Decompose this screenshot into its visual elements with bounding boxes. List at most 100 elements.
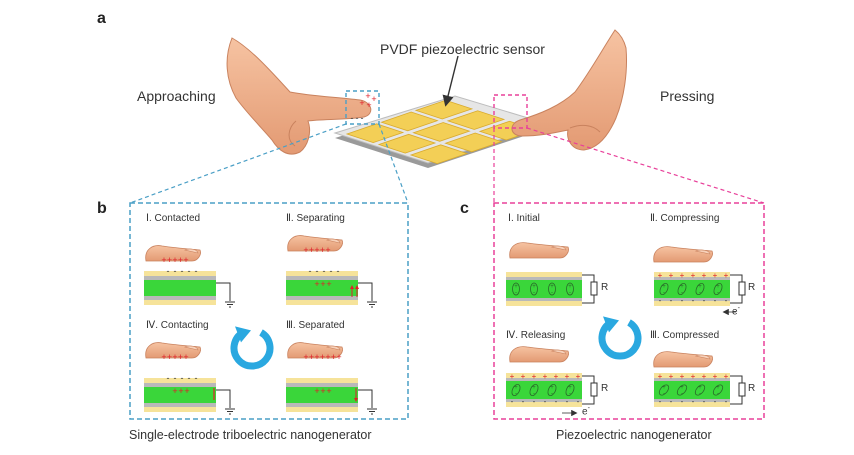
minus-charge: - [181, 373, 184, 383]
minus-charge: - [188, 373, 191, 383]
metal-layer-bottom [654, 298, 730, 301]
plus-charge: + [554, 372, 559, 381]
fingernail [550, 349, 567, 355]
plus-charge: + [510, 372, 515, 381]
plus-charge: + [365, 91, 370, 101]
ground-wire [216, 389, 231, 408]
plus-charge: + [320, 386, 325, 396]
minus-charge: - [195, 266, 198, 276]
circuit-wire [582, 274, 595, 282]
plus-charge: + [172, 386, 177, 396]
electrode-bottom [144, 407, 216, 412]
caption-c: Piezoelectric nanogenerator [556, 428, 712, 442]
resistor [590, 382, 598, 397]
substrate-layer [144, 403, 216, 407]
dipole [511, 383, 521, 397]
dipole [695, 282, 705, 296]
plus-charge: + [371, 94, 376, 104]
substrate-layer [144, 296, 216, 300]
plus-charge: + [184, 386, 189, 396]
electrode-layer [286, 387, 358, 403]
metal-layer-top [506, 277, 582, 280]
dipole-minus: - [681, 391, 683, 397]
electrode-top [144, 378, 216, 383]
fingernail [694, 249, 711, 255]
fingertip [509, 242, 569, 259]
resistor-label-initial: R [601, 282, 609, 293]
plus-charge: + [532, 372, 537, 381]
plus-charge: + [576, 372, 581, 381]
right-hand-pressing [511, 29, 627, 151]
dipole-plus: + [550, 385, 554, 391]
electrode-bottom [506, 301, 582, 306]
minus-charge: - [670, 296, 673, 305]
plus-charge: + [680, 372, 685, 381]
fingertip [509, 346, 569, 363]
dipole [565, 383, 575, 397]
fingernail [183, 345, 199, 351]
electrode-top [506, 272, 582, 277]
sensor-pad [446, 110, 506, 130]
dipole-minus: - [717, 290, 719, 296]
minus-charge: - [714, 296, 717, 305]
minus-charge: - [703, 296, 706, 305]
b-state-separating: Ⅱ. Separating [286, 213, 345, 224]
resistor-label-compressed: R [748, 383, 756, 394]
electrode-bottom [654, 301, 730, 306]
sensor-pad [409, 144, 469, 165]
c-state-compressing: Ⅱ. Compressing [650, 213, 720, 224]
electrode-top [654, 272, 730, 277]
minus-charge: - [670, 397, 673, 406]
circuit-wire [730, 274, 743, 282]
minus-charge: - [555, 397, 558, 406]
finger-charge: + [183, 352, 188, 362]
circuit-wire [730, 396, 743, 405]
dipole-plus: + [680, 385, 684, 391]
current-arrow-head [354, 398, 358, 402]
minus-charge: - [323, 266, 326, 276]
electrode-layer [144, 280, 216, 296]
plus-charge: + [691, 271, 696, 280]
minus-charge: - [351, 113, 354, 123]
metal-layer-bottom [506, 399, 582, 402]
minus-charge: - [714, 397, 717, 406]
resistor [590, 281, 598, 296]
plus-charge: + [658, 271, 663, 280]
dipole [529, 383, 539, 397]
dipole-minus: - [717, 391, 719, 397]
minus-charge: - [195, 373, 198, 383]
sensor-label: PVDF piezoelectric sensor [380, 41, 545, 57]
dipole-plus: + [514, 385, 518, 391]
finger-charge: + [309, 245, 314, 255]
dipole-plus: + [662, 284, 666, 290]
dipole-minus: - [515, 391, 517, 397]
minus-charge: - [681, 397, 684, 406]
dipole-plus: + [716, 284, 720, 290]
finger-charge: + [309, 352, 314, 362]
ground-wire [216, 282, 231, 301]
plus-charge: + [724, 372, 729, 381]
fingernail [325, 345, 341, 351]
c-state-compressed: Ⅲ. Compressed [650, 330, 720, 341]
minus-charge: - [692, 397, 695, 406]
minus-charge: - [533, 397, 536, 406]
plus-charge: + [669, 372, 674, 381]
finger-charge: + [320, 352, 325, 362]
finger-charge: + [183, 255, 188, 265]
panel-b-frame [129, 202, 409, 420]
resistor-label-compressing: R [748, 282, 756, 293]
dipole-minus: - [533, 391, 535, 397]
minus-charge: - [511, 397, 514, 406]
dipole [659, 282, 669, 296]
dipole-plus: + [568, 284, 572, 290]
finger-charge: + [336, 352, 341, 362]
minus-charge: - [167, 266, 170, 276]
finger-charge: + [303, 352, 308, 362]
metal-layer-bottom [654, 399, 730, 402]
plus-charge: + [702, 372, 707, 381]
sensor-pad [412, 122, 471, 142]
electrode-top [144, 271, 216, 276]
approaching-label: Approaching [137, 88, 216, 104]
substrate-layer [286, 403, 358, 407]
dipole [548, 282, 556, 296]
